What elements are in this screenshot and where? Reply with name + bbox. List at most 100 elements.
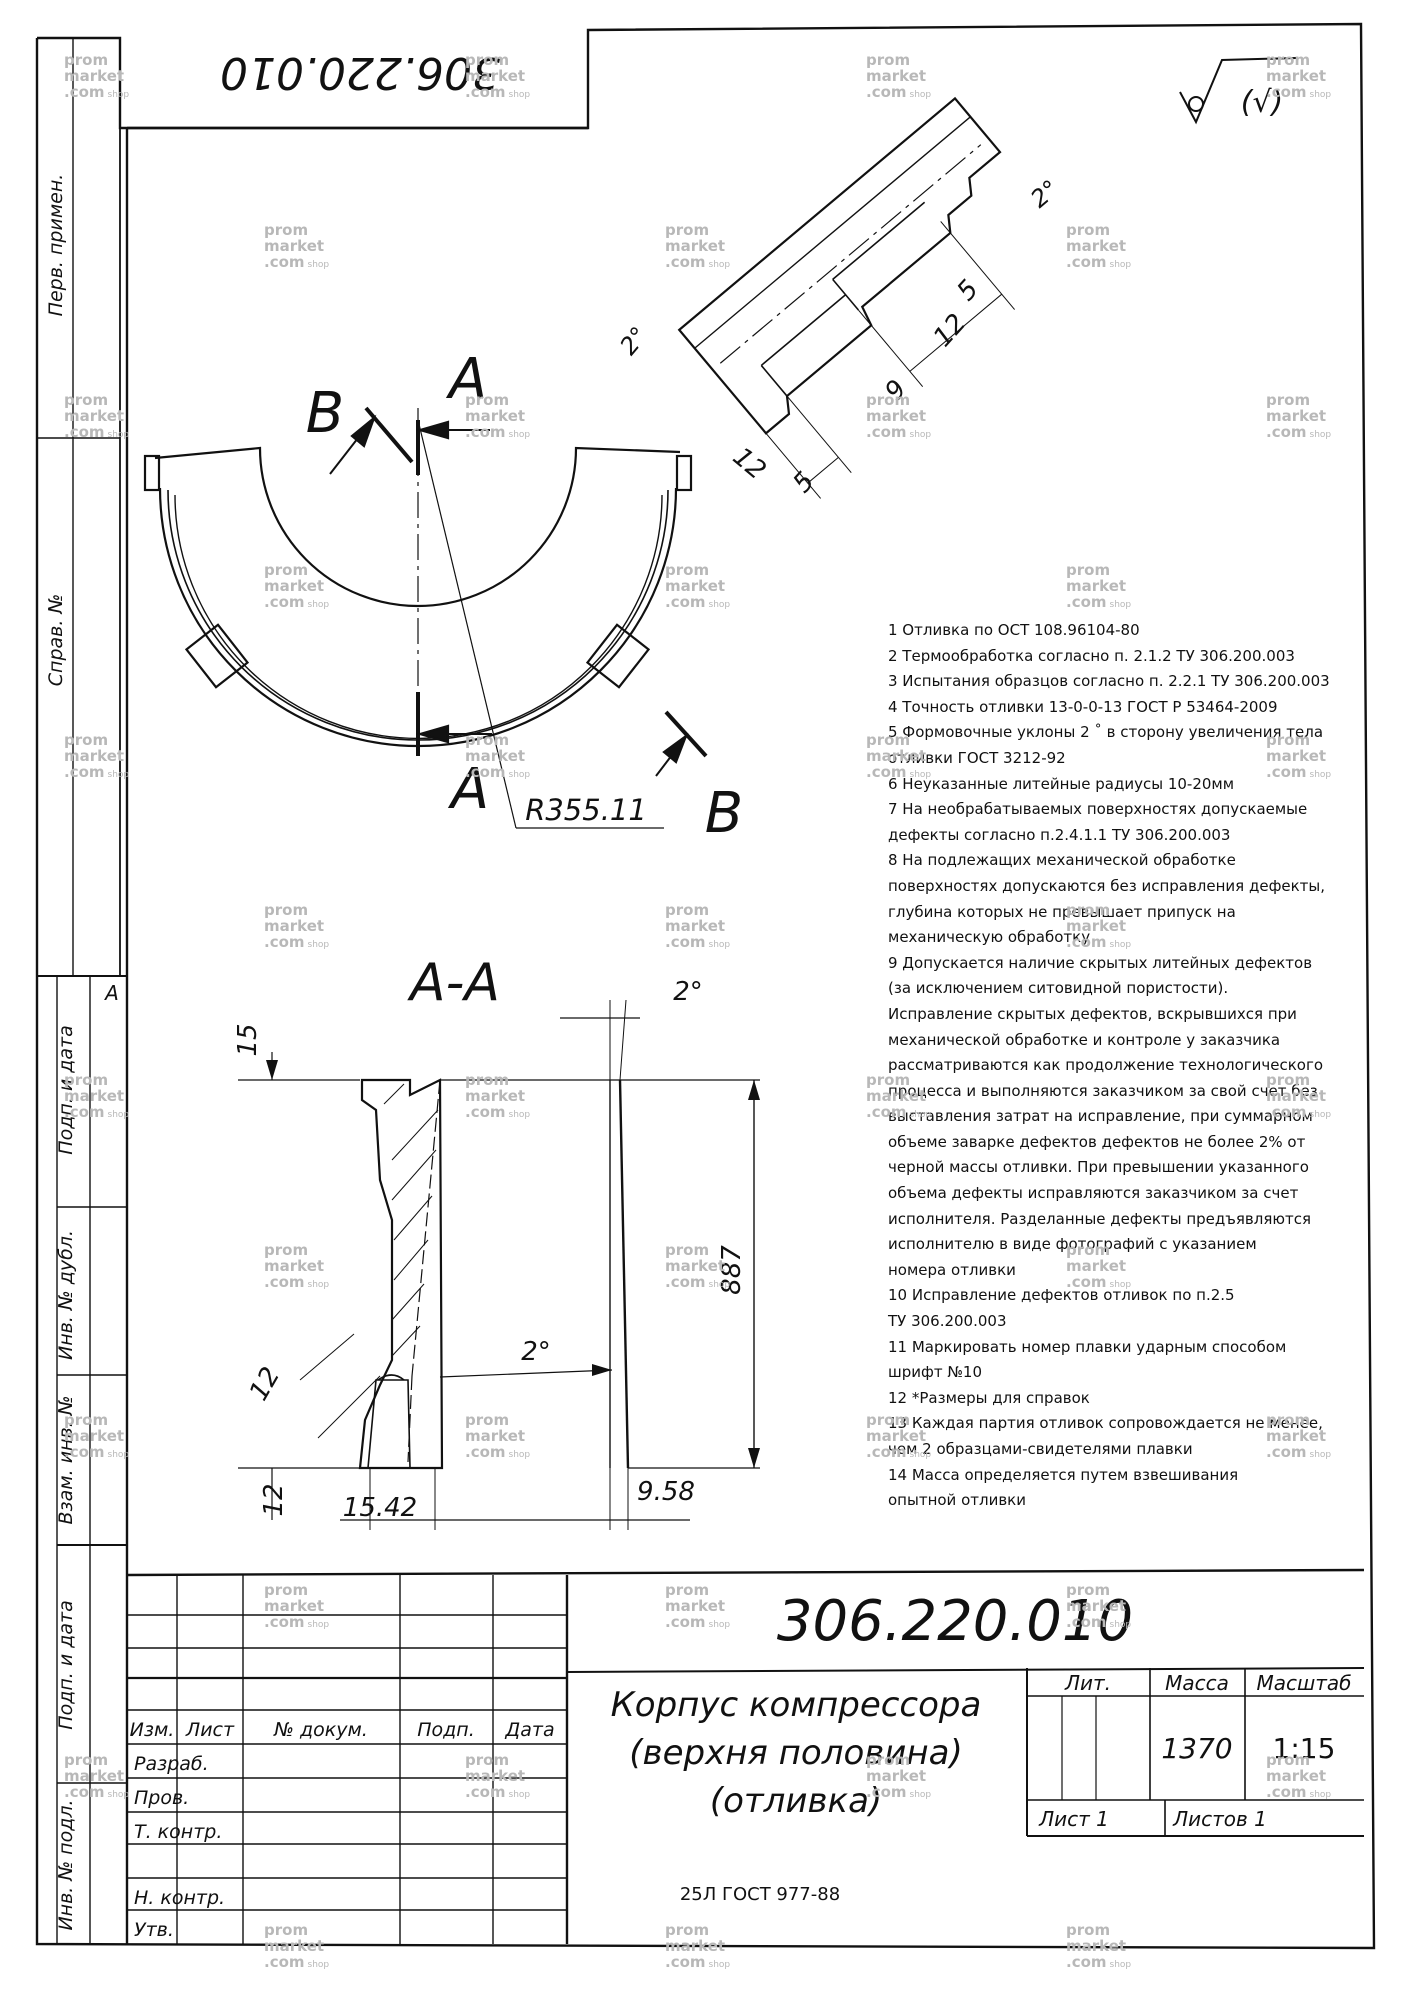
col-podp: Подп. [417,1719,475,1741]
title-block-top [126,1568,1365,1577]
section-dim-887: 887 [717,1245,747,1295]
detail-dim-5b: 5 [787,466,820,498]
flange-left [143,454,161,492]
radius-leader [417,419,517,829]
note-line: процесса и выполняются заказчиком за сво… [888,1081,1318,1100]
section-dim-15-42: 15.42 [343,1493,417,1523]
note-line: исполнителю в виде фотографий с указание… [888,1235,1257,1254]
col-data: Дата [504,1719,554,1741]
note-line: 12 *Размеры для справок [888,1388,1090,1407]
note-line: 1 Отливка по ОСТ 108.96104-80 [888,621,1140,639]
frame [35,22,1376,1950]
section-dim-12-bottom: 12 [259,1483,289,1516]
col-dokum: № докум. [273,1719,368,1741]
note-line: (за исключением ситовидной пористости). [888,979,1229,998]
label-lit: Лит. [1064,1671,1111,1695]
section-angle-mid: 2° [521,1337,551,1367]
row-tkontr: Т. контр. [134,1821,222,1843]
col-list: Лист [185,1719,235,1741]
note-line: механическую обработку [888,928,1091,947]
title-line-3: (отливка) [710,1781,882,1821]
left-strip-labels: Перв. примен. Справ. № Подп. и дата Инв.… [45,174,119,1931]
note-line: 14 Масса определяется путем взвешивания [888,1465,1239,1484]
note-line: рассматриваются как продолжение технолог… [888,1056,1324,1075]
note-line: 5 Формовочные уклоны 2 ˚ в сторону увели… [888,723,1324,742]
note-line: 4 Точность отливки 13-0-0-13 ГОСТ Р 5346… [888,697,1278,716]
rotated-drawing-number: 306.220.010 [220,47,500,98]
note-line: Исправление скрытых дефектов, вскрывшихс… [888,1004,1297,1023]
note-line: 6 Неуказанные литейные радиусы 10-20мм [888,774,1235,793]
roughness-text: (√) [1241,85,1284,120]
detail-dim-12b: 12 [727,442,772,486]
section-dim-15: 15 [233,1023,263,1056]
note-line: отливки ГОСТ 3212-92 [888,748,1066,767]
note-line: поверхностях допускаются без исправления… [888,876,1326,895]
note-line: исполнителя. Разделанные дефекты предъяв… [888,1209,1311,1228]
label-inv-dubl: Инв. № дубл. [55,1230,77,1360]
row-nkontr: Н. контр. [134,1887,225,1909]
plan-view [143,406,708,829]
detail-angle-top: 2° [1025,174,1064,213]
radius-label: R355.11 [525,793,647,827]
note-line: механической обработке и контроле у зака… [888,1030,1281,1049]
material-spec: 25Л ГОСТ 977-88 [680,1884,840,1905]
label-letter: A [103,981,119,1005]
label-A-bottom: A [448,757,489,822]
section-dim-9-58: 9.58 [637,1477,695,1507]
label-inv-podl: Инв. № подл. [55,1799,77,1930]
label-B-bottom: B [705,781,743,846]
detail-dim-5a: 5 [951,274,984,306]
section-dim-12-left: 12 [244,1362,287,1406]
technical-notes: 1 Отливка по ОСТ 108.96104-80 2 Термообра… [888,618,1338,1514]
title-block-number: 306.220.010 [777,1589,1133,1654]
note-line: 2 Термообработка согласно п. 2.1.2 ТУ 30… [888,646,1295,665]
note-line: опытной отливки [888,1491,1026,1510]
note-line: 7 На необрабатываемых поверхностях допус… [888,800,1308,819]
label-perv-primen: Перв. примен. [45,174,67,317]
hatching [383,1083,439,1357]
note-line: глубина которых не превышает припуск на [888,902,1236,921]
col-izm: Изм. [130,1719,175,1741]
title-line-1: Корпус компрессора [611,1685,982,1725]
label-B-top: B [306,381,344,446]
note-line: 3 Испытания образцов согласно п. 2.2.1 Т… [888,672,1330,691]
note-line: черной массы отливки. При превышении ука… [888,1158,1309,1177]
row-razrab: Разраб. [134,1753,209,1775]
note-line: объеме заварке дефектов дефектов не боле… [888,1132,1306,1151]
note-line: номера отливки [888,1260,1016,1279]
mass-value: 1370 [1161,1732,1232,1765]
row-utv: Утв. [134,1919,174,1941]
casting-taper-line [618,1079,630,1469]
sheet-number: Лист 1 [1038,1807,1109,1831]
section-profile [358,1078,444,1470]
section-angle-top: 2° [673,977,703,1007]
label-podp-data-1: Подп. и дата [55,1025,77,1154]
label-massa: Масса [1165,1671,1229,1695]
note-line: 8 На подлежащих механической обработке [888,851,1236,870]
label-sprav-no: Справ. № [45,594,67,686]
